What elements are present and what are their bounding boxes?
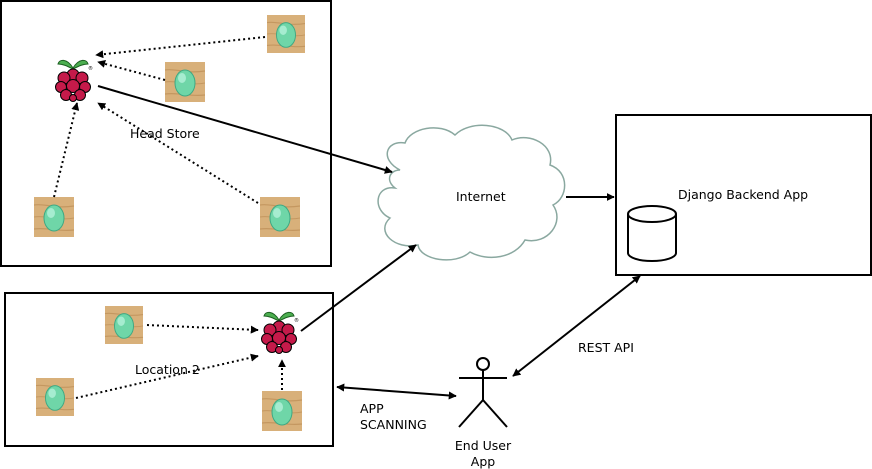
rest-api-arrow [512, 275, 641, 377]
location-2-box [4, 292, 334, 447]
location-to-internet-arrow [300, 244, 417, 332]
backend-label: Django Backend App [678, 187, 808, 202]
beacon-icon [260, 197, 300, 237]
end-user-label-line1: End User [455, 438, 512, 453]
beacon-signal-arrow [95, 36, 266, 59]
stick-figure-icon [458, 357, 508, 428]
rest-api-label: REST API [578, 340, 634, 355]
location-2-group: Location 2 [4, 292, 334, 447]
app-scanning-label-line2: SCANNING [360, 417, 427, 432]
backend-group: Django Backend App [615, 114, 872, 276]
backend-box [615, 114, 872, 276]
beacon-icon [165, 62, 205, 102]
head-store-group: Head Store [0, 0, 332, 267]
internet-label: Internet [456, 189, 506, 204]
beacon-signal-arrow [75, 353, 259, 399]
internet-cloud: Internet [377, 124, 566, 261]
head-store-box [0, 0, 332, 267]
database-icon [627, 205, 677, 262]
beacon-icon [34, 197, 74, 237]
raspberry-pi-icon [55, 59, 93, 102]
beacon-signal-arrow [53, 102, 80, 198]
beacon-icon [36, 378, 74, 416]
head-store-label: Head Store [130, 126, 200, 141]
beacon-signal-arrow [97, 102, 259, 204]
app-scanning-arrow [336, 383, 457, 400]
location-2-label: Location 2 [135, 362, 200, 377]
beacon-icon [104, 306, 144, 344]
beacon-icon [267, 15, 305, 53]
cloud-shape [377, 124, 566, 261]
raspberry-pi-icon [261, 311, 299, 354]
end-user-label-line2: App [471, 454, 495, 469]
beacon-signal-arrow [146, 324, 259, 334]
head-store-to-internet-arrow [97, 85, 393, 174]
app-scanning-label-line1: APP [360, 401, 384, 416]
beacon-icon [262, 391, 302, 431]
beacon-signal-arrow [97, 60, 166, 81]
